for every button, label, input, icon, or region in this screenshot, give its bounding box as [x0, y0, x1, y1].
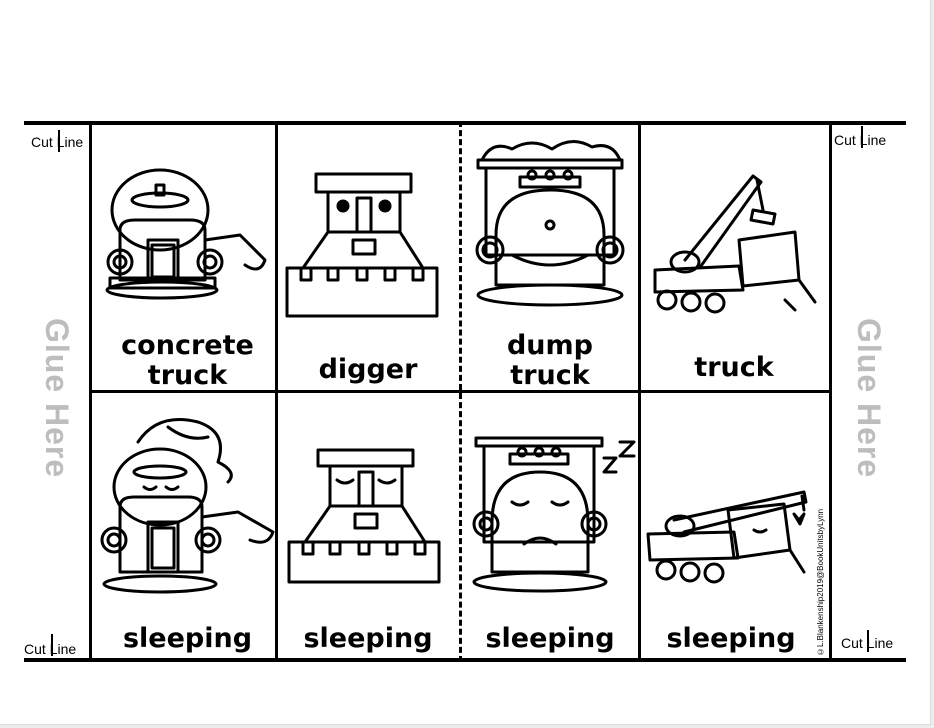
- dump-truck-icon: [475, 140, 625, 307]
- label-line-2: truck: [510, 360, 590, 391]
- sleeping-digger-icon: [287, 448, 441, 584]
- row-divider-line: [90, 390, 830, 393]
- up-arrow-icon: [861, 126, 863, 148]
- card-label-sleeping-3: sleeping: [485, 623, 615, 654]
- bottom-border-line: [24, 658, 906, 662]
- down-arrow-icon: [867, 630, 869, 652]
- cut-line-label-top-right: Cut Line: [834, 132, 887, 148]
- top-border-line: [24, 121, 906, 125]
- label-line-2: truck: [147, 360, 228, 391]
- down-arrow-icon: [51, 634, 53, 656]
- copyright-credit: ©L.Blankenship2019@BookUnitsbyLynn: [816, 508, 825, 656]
- card-label-dump-truck: dump truck: [462, 331, 638, 391]
- concrete-truck-icon: [105, 168, 267, 300]
- cut-line-label-top-left: Cut Line: [31, 134, 84, 150]
- sleeping-dump-truck-icon: [472, 436, 636, 593]
- card-label-sleeping-1: sleeping: [122, 623, 253, 654]
- label-line-1: concrete: [121, 330, 254, 361]
- cut-line-label-bottom-left: Cut Line: [24, 641, 77, 657]
- sleeping-crane-truck-icon: [646, 490, 808, 584]
- glue-here-left: Glue Here: [39, 318, 75, 479]
- card-label-truck: truck: [694, 352, 774, 383]
- card-label-concrete-truck: concrete truck: [100, 331, 275, 391]
- right-fold-line: [829, 121, 832, 662]
- card-label-sleeping-2: sleeping: [303, 623, 433, 654]
- up-arrow-icon: [58, 130, 60, 152]
- digger-icon: [285, 172, 439, 318]
- label-line-1: dump: [506, 330, 593, 361]
- crane-truck-icon: [653, 174, 817, 314]
- glue-here-right: Glue Here: [851, 318, 887, 479]
- card-label-digger: digger: [318, 354, 418, 385]
- sleeping-concrete-truck-icon: [100, 418, 275, 594]
- card-label-sleeping-4: sleeping: [666, 623, 796, 654]
